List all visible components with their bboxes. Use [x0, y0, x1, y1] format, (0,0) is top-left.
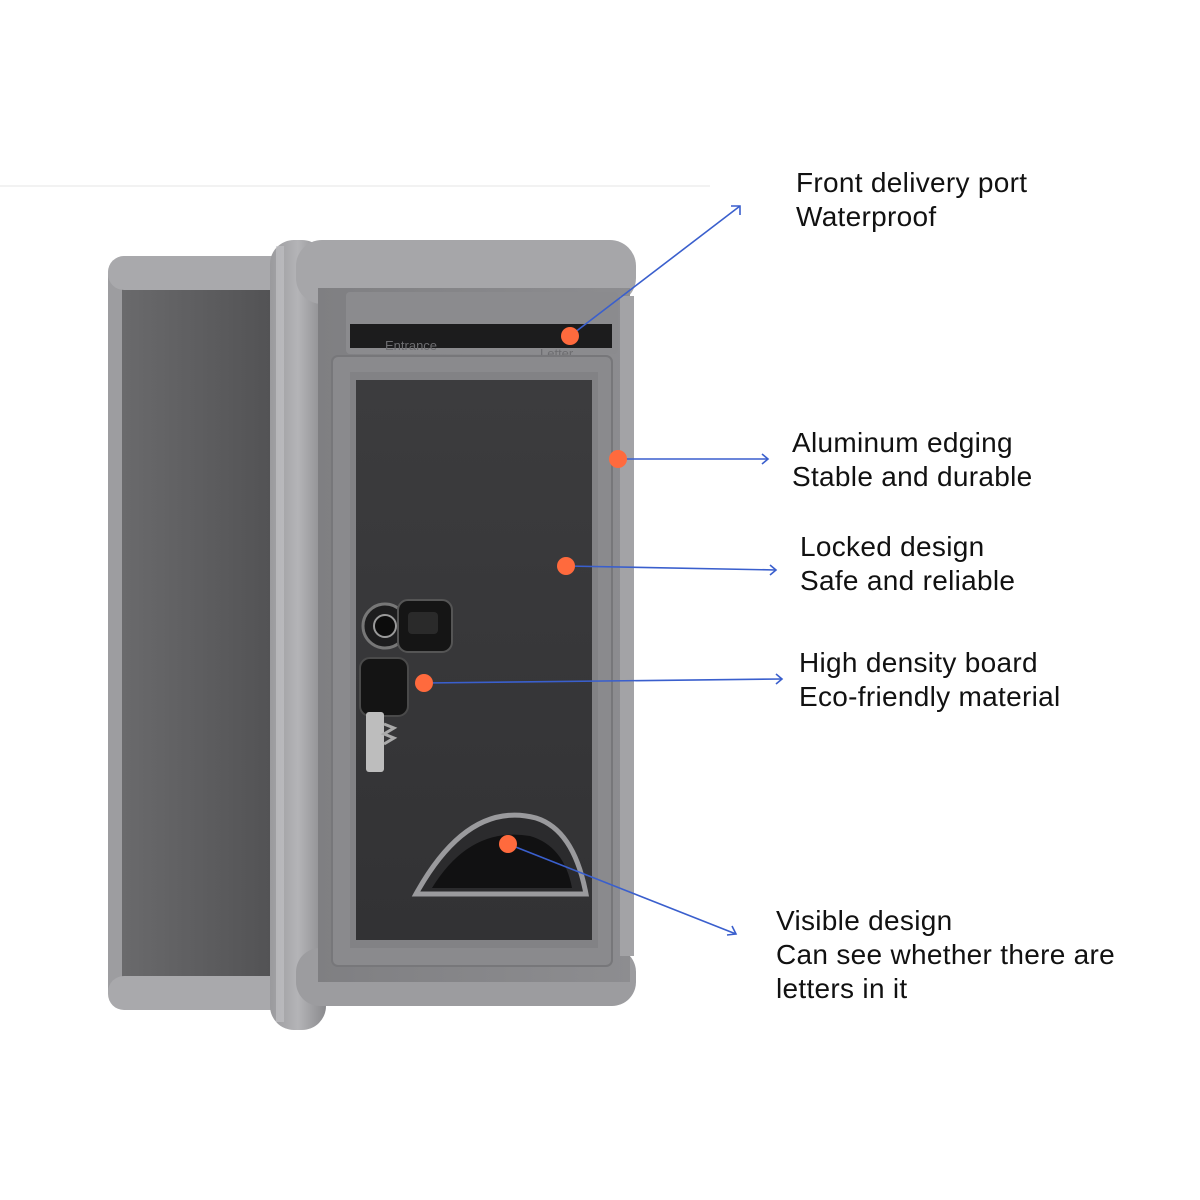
aluminum-edge-post	[270, 240, 326, 1030]
lock-and-keys	[359, 599, 453, 772]
callout-delivery-port: Front delivery port Waterproof	[796, 166, 1027, 234]
slot-embossing-left: Entrance	[385, 338, 437, 353]
leader-arrow-visible-design	[726, 925, 738, 936]
viewing-window	[411, 812, 590, 897]
leader-arrow-high-density-board	[775, 673, 784, 685]
callout-locked-design: Locked design Safe and reliable	[800, 530, 1015, 598]
marker-dots	[415, 327, 627, 853]
callout-detail: Safe and reliable	[800, 565, 1016, 596]
side-panel	[108, 256, 298, 1010]
mailbox: Entrance Letter	[108, 240, 636, 1030]
marker-dot-delivery-port	[561, 327, 579, 345]
callout-title: Aluminum edging	[792, 427, 1013, 458]
callout-detail: Eco-friendly material	[799, 681, 1061, 712]
marker-dot-high-density-board	[415, 674, 433, 692]
callout-high-density-board: High density board Eco-friendly material	[799, 646, 1061, 714]
leader-line-locked-design	[565, 565, 777, 571]
leader-lines	[423, 205, 784, 936]
callout-detail-line2: letters in it	[776, 973, 908, 1004]
callout-detail: Stable and durable	[792, 461, 1033, 492]
callout-aluminum-edging: Aluminum edging Stable and durable	[792, 426, 1032, 494]
leader-arrow-delivery-port	[731, 205, 741, 215]
marker-dot-locked-design	[557, 557, 575, 575]
leader-line-visible-design	[507, 843, 737, 935]
callout-detail: Waterproof	[796, 201, 937, 232]
marker-dot-visible-design	[499, 835, 517, 853]
callout-title: Visible design	[776, 905, 953, 936]
leader-line-high-density-board	[423, 678, 783, 684]
leader-arrow-locked-design	[769, 564, 778, 576]
callout-title: High density board	[799, 647, 1038, 678]
callout-title: Locked design	[800, 531, 985, 562]
leader-arrow-aluminum-edging	[761, 453, 770, 465]
delivery-slot: Entrance Letter	[346, 292, 618, 361]
marker-dot-aluminum-edging	[609, 450, 627, 468]
leader-line-delivery-port	[569, 205, 741, 337]
callout-detail: Can see whether there are	[776, 939, 1116, 970]
callout-visible-design: Visible design Can see whether there are…	[776, 904, 1115, 1006]
callout-title: Front delivery port	[796, 167, 1028, 198]
